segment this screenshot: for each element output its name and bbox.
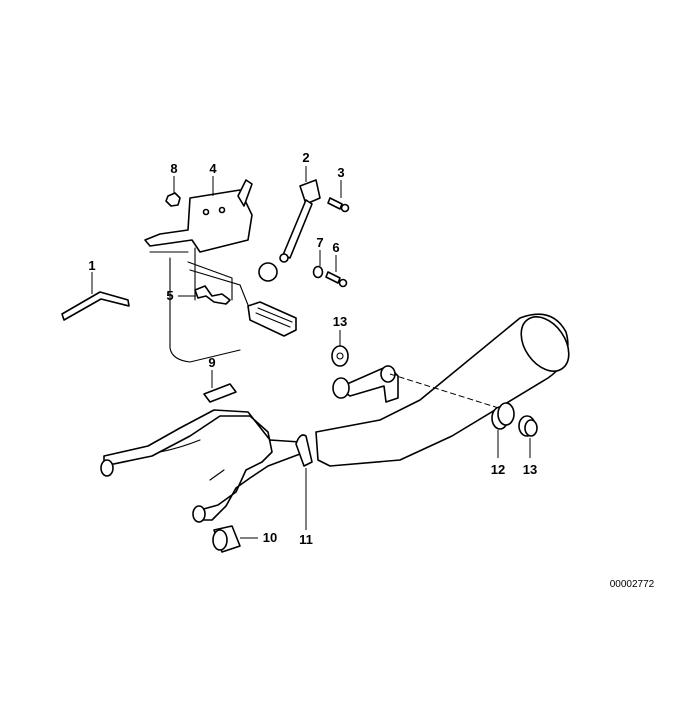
bracket-part (144, 179, 253, 253)
callout-12: 12 (491, 462, 505, 477)
clamp-part (194, 285, 231, 305)
clip-part (295, 434, 313, 467)
grommet-lower-part (518, 415, 538, 437)
frame-boss (258, 262, 278, 282)
callout-5: 5 (166, 288, 173, 303)
callout-8: 8 (170, 161, 177, 176)
callout-11: 11 (299, 532, 313, 547)
muffler-part (315, 313, 570, 467)
washer-part (312, 265, 324, 279)
sleeve-part (212, 525, 241, 553)
linkage-rod-part (279, 179, 321, 263)
callout-6: 6 (332, 240, 339, 255)
mounting-axis-line (389, 373, 506, 411)
callout-4: 4 (209, 161, 217, 176)
callout-1: 1 (88, 258, 95, 273)
callout-13a: 13 (333, 314, 347, 329)
footrest-part (247, 301, 297, 337)
callout-9: 9 (208, 355, 215, 370)
grommet-upper-part (331, 345, 349, 367)
frame-outline (149, 234, 278, 363)
manifold-part (100, 409, 301, 523)
callout-10: 10 (263, 530, 277, 545)
callout-2: 2 (302, 150, 309, 165)
pad-part (203, 383, 237, 403)
callout-3: 3 (337, 165, 344, 180)
nut-part (165, 192, 181, 207)
callout-7: 7 (316, 235, 323, 250)
bushing-part (491, 402, 515, 430)
screw-part (325, 271, 348, 288)
hex-key-part (61, 291, 130, 321)
document-id: 00002772 (610, 579, 655, 590)
bolt-part (327, 197, 350, 213)
callout-13b: 13 (523, 462, 537, 477)
